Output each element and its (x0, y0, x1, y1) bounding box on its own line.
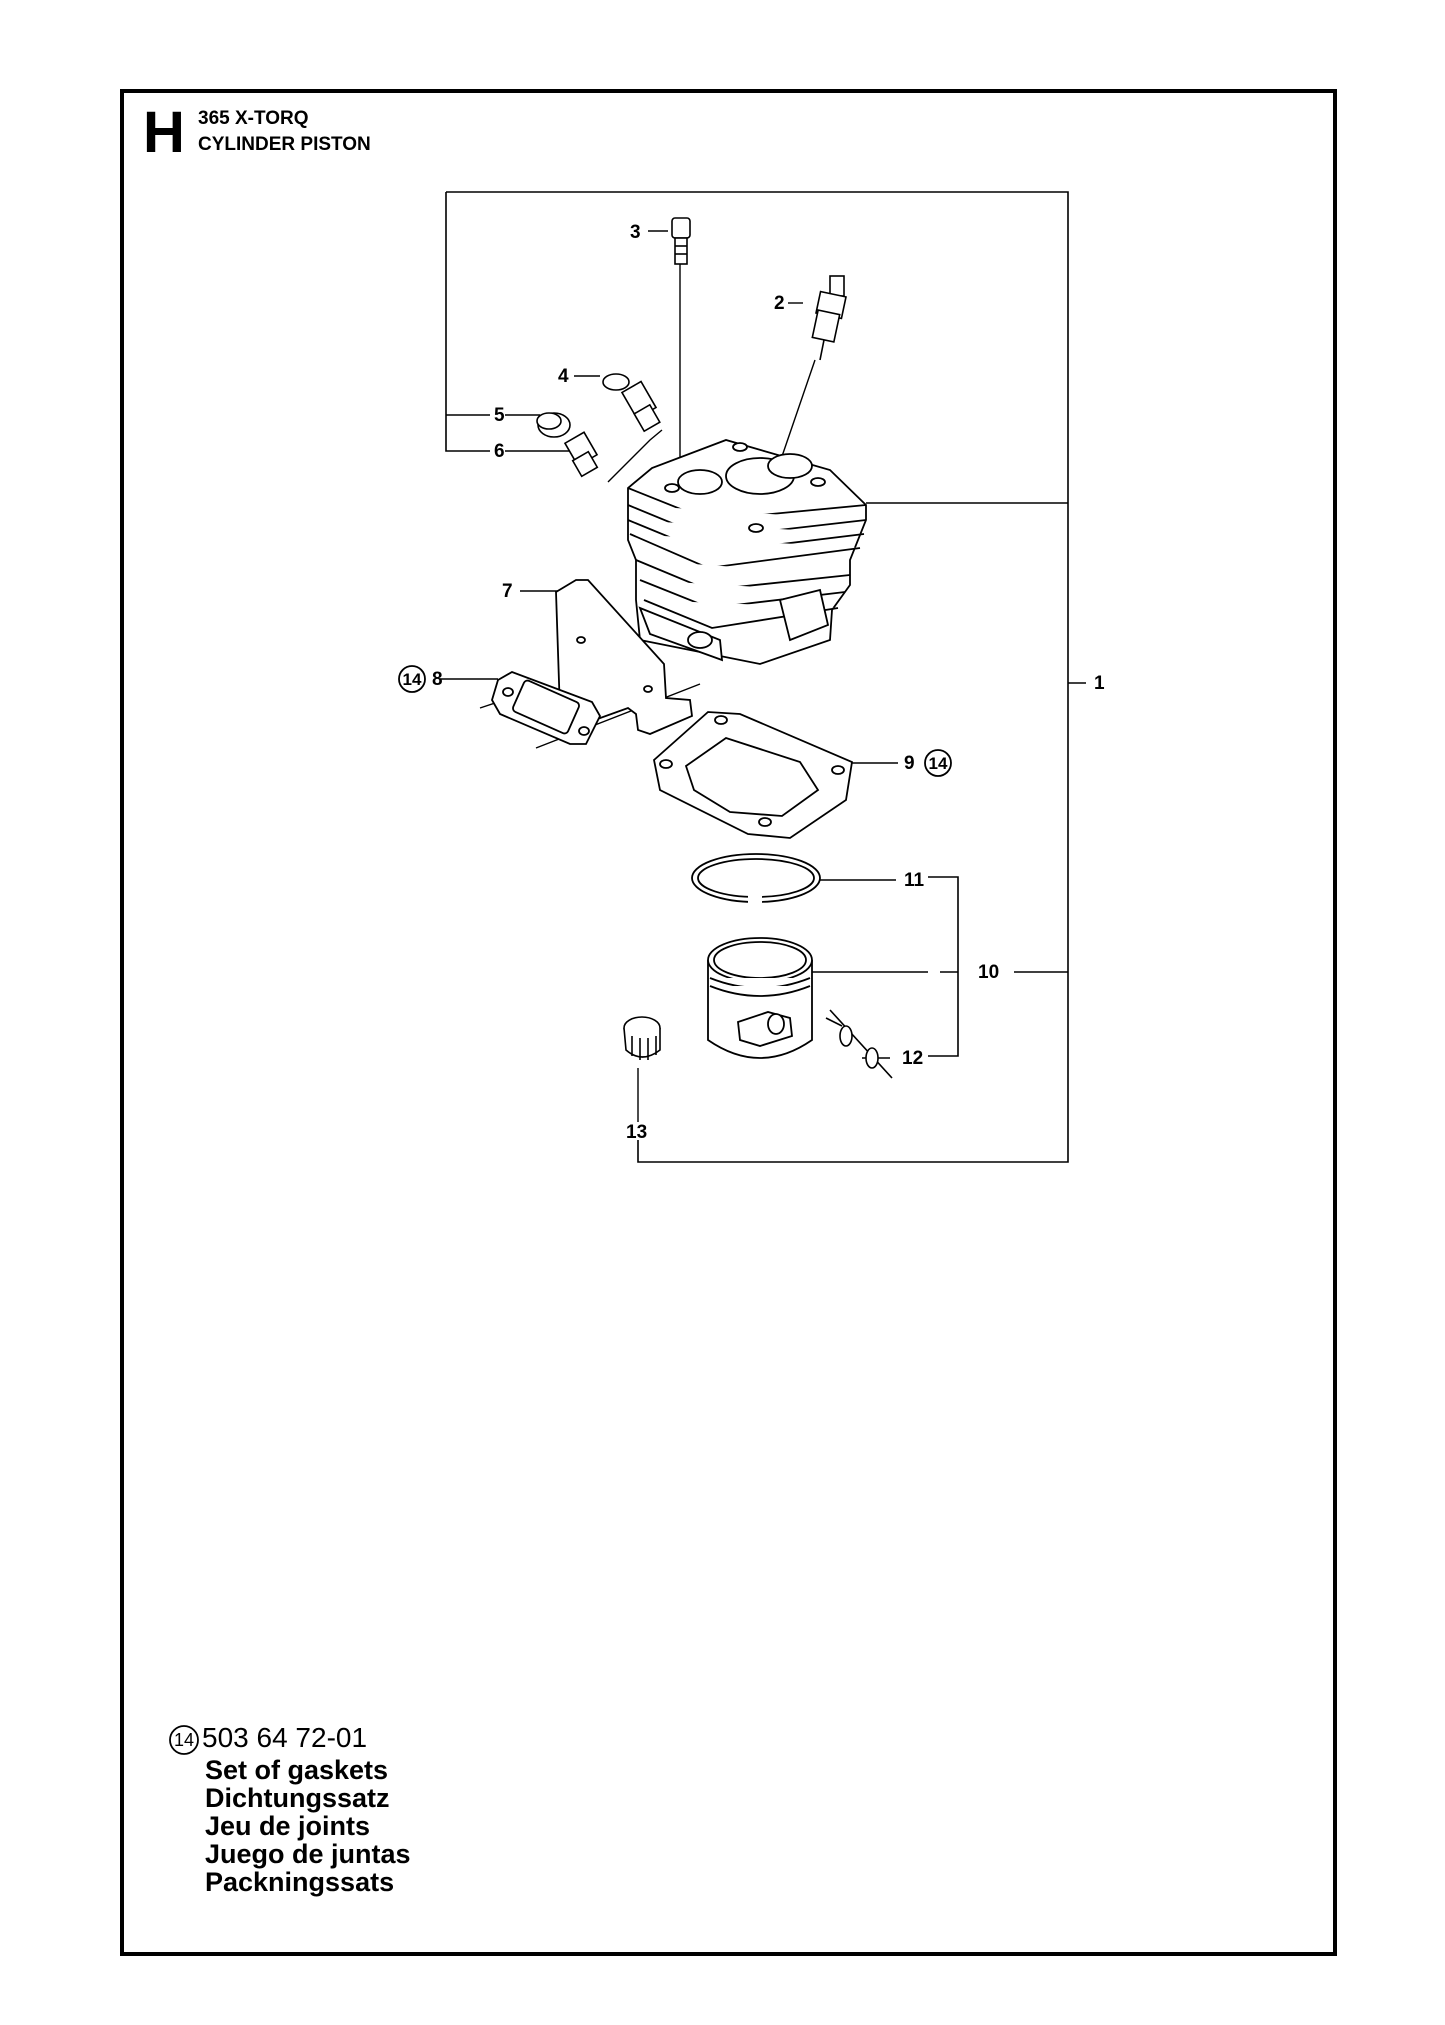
cap-part (536, 412, 571, 438)
callout-7: 7 (502, 581, 513, 602)
valve-part (602, 373, 661, 433)
page-title: CYLINDER PISTON (198, 134, 371, 155)
callout-12: 12 (902, 1048, 923, 1069)
page-frame (120, 89, 1337, 1956)
callout-2: 2 (774, 293, 785, 314)
legend-descriptions: Set of gaskets Dichtungssatz Jeu de join… (205, 1756, 411, 1896)
spark-plug-part (811, 275, 847, 361)
needle-bearing-part (623, 1016, 661, 1060)
piston-part (707, 937, 813, 1059)
callout-10: 10 (978, 962, 999, 983)
base-gasket-part (653, 711, 853, 839)
callout-8: 8 (432, 669, 443, 690)
legend-kit-ref-marker: 14 (169, 1725, 199, 1755)
svg-text:14: 14 (929, 754, 948, 773)
kit-ref-marker: 14 (398, 665, 426, 693)
legend-description-en: Set of gaskets (205, 1755, 389, 1785)
legend-description-de: Dichtungssatz (205, 1783, 390, 1813)
piston-pin-part (825, 1009, 893, 1079)
callout-1: 1 (1094, 673, 1105, 694)
callout-5: 5 (494, 405, 505, 426)
svg-text:14: 14 (174, 1730, 194, 1750)
legend-description-es: Juego de juntas (205, 1839, 411, 1869)
legend-part-number: 503 64 72-01 (202, 1722, 368, 1753)
assembly-bracket (445, 191, 1086, 1163)
legend-description-sv: Packningssats (205, 1867, 395, 1897)
cylinder-part (627, 439, 867, 665)
callout-3: 3 (630, 222, 641, 243)
svg-text:14: 14 (403, 670, 422, 689)
decompression-valve-part (563, 431, 599, 478)
legend-description-fr: Jeu de joints (205, 1811, 371, 1841)
model-name: 365 X-TORQ (198, 108, 309, 129)
screw-part (671, 217, 691, 265)
callout-9: 9 (904, 753, 915, 774)
callout-labels: 3 2 4 5 6 7 8 1 9 11 10 12 13 (432, 222, 1105, 1143)
callout-13: 13 (626, 1122, 647, 1143)
piston-ring-part (691, 853, 821, 904)
callout-6: 6 (494, 441, 505, 462)
section-letter: H (143, 100, 185, 165)
kit-ref-marker: 14 (924, 749, 952, 777)
callout-11: 11 (904, 870, 925, 891)
exhaust-gasket-part (491, 671, 602, 745)
callout-4: 4 (558, 366, 569, 387)
